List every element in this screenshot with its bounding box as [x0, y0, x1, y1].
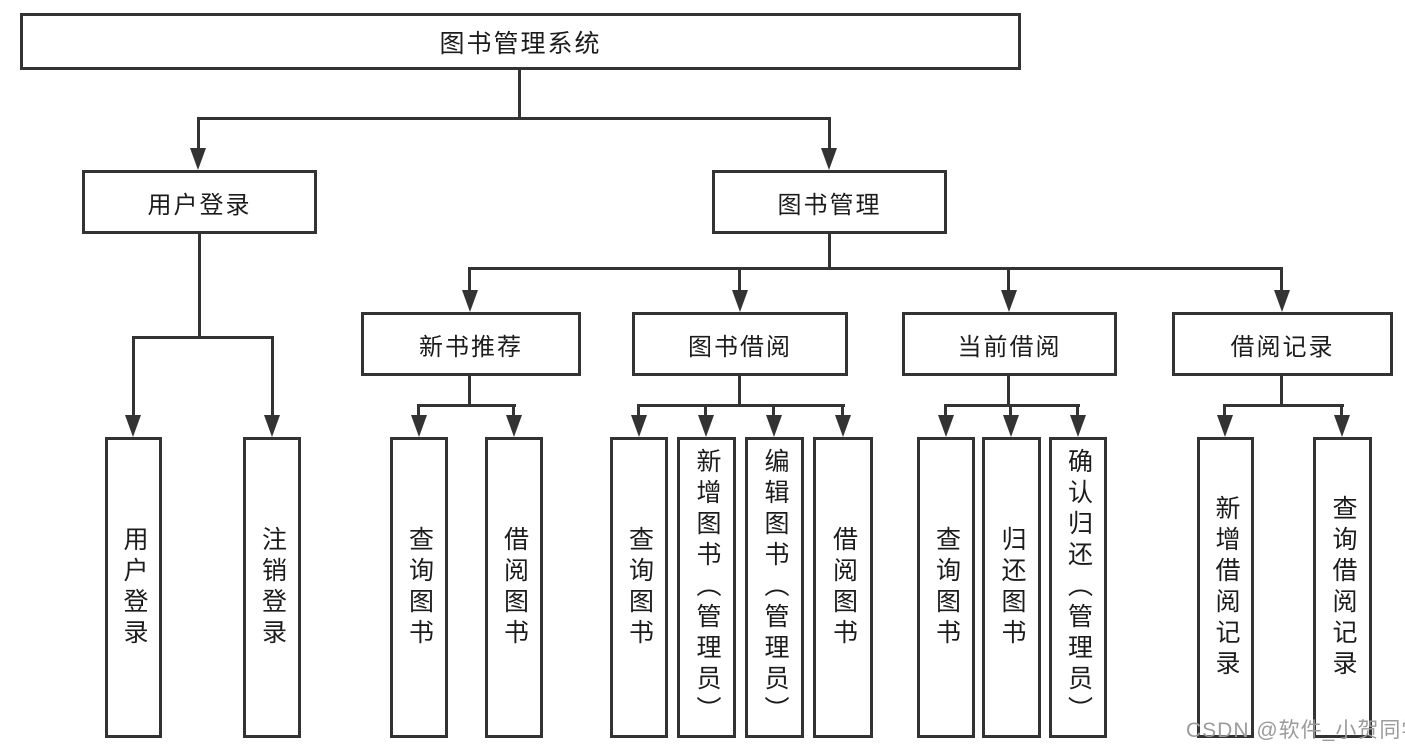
- connector-drop-add-record: [1223, 404, 1226, 418]
- leaf-add-book-admin: 新增图书（管理员）: [677, 437, 736, 738]
- arrowhead-borrow2: [835, 415, 851, 437]
- connector-drop-query3: [944, 404, 947, 418]
- connector-user-login-crossbar: [132, 336, 274, 339]
- connector-drop-query2: [637, 404, 640, 418]
- arrowhead-confirm-return: [1070, 415, 1086, 437]
- connector-borrow-records-crossbar: [1223, 404, 1344, 407]
- connector-drop-borrow2: [841, 404, 844, 418]
- connector-drop-add-book: [704, 404, 707, 418]
- leaf-borrow-book: 借阅图书: [813, 437, 873, 738]
- connector-drop-current-borrowing: [1007, 267, 1010, 293]
- arrowhead-user-login: [190, 148, 206, 170]
- arrowhead-add-record: [1217, 415, 1233, 437]
- connector-drop-borrow-records: [1280, 267, 1283, 293]
- connector-current-borrowing-crossbar: [944, 404, 1080, 407]
- leaf-query-book-borrowing: 查询图书: [610, 437, 668, 738]
- arrowhead-borrow1: [506, 415, 522, 437]
- leaf-edit-book-admin: 编辑图书（管理员）: [745, 437, 804, 738]
- connector-user-login-stem: [198, 233, 201, 339]
- connector-drop-new-book: [468, 267, 471, 293]
- arrowhead-new-book: [462, 290, 478, 312]
- arrowhead-add-book: [698, 415, 714, 437]
- arrowhead-query1: [411, 415, 427, 437]
- connector-book-management-crossbar: [468, 267, 1283, 270]
- connector-book-borrowing-stem: [738, 375, 741, 407]
- leaf-query-book-current: 查询图书: [917, 437, 975, 738]
- connector-current-borrowing-stem: [1007, 375, 1010, 407]
- arrowhead-leaf-logout: [264, 415, 280, 437]
- connector-drop-return-book: [1009, 404, 1012, 418]
- connector-drop-leaf-logout: [271, 336, 274, 418]
- arrowhead-query-record: [1334, 415, 1350, 437]
- leaf-query-book-recommend: 查询图书: [390, 437, 448, 738]
- connector-root-stem: [518, 69, 521, 120]
- arrowhead-current-borrowing: [1001, 290, 1017, 312]
- connector-root-crossbar: [197, 117, 831, 120]
- connector-book-management-stem: [828, 233, 831, 270]
- connector-drop-book-borrowing: [738, 267, 741, 293]
- node-library-management-system: 图书管理系统: [20, 13, 1021, 70]
- arrowhead-return-book: [1003, 415, 1019, 437]
- connector-drop-confirm-return: [1076, 404, 1079, 418]
- connector-book-borrowing-crossbar: [637, 404, 845, 407]
- connector-drop-book-management: [828, 117, 831, 151]
- node-borrowing-records: 借阅记录: [1172, 312, 1393, 376]
- node-user-login: 用户登录: [82, 170, 317, 234]
- arrowhead-leaf-user-login: [125, 415, 141, 437]
- arrowhead-edit-book: [766, 415, 782, 437]
- connector-drop-edit-book: [772, 404, 775, 418]
- arrowhead-query2: [631, 415, 647, 437]
- connector-drop-query1: [417, 404, 420, 418]
- leaf-user-login: 用户登录: [105, 437, 162, 738]
- arrowhead-borrow-records: [1274, 290, 1290, 312]
- connector-drop-user-login: [197, 117, 200, 151]
- csdn-watermark: CSDN @软件_小贺同学: [1186, 719, 1405, 742]
- connector-new-book-crossbar: [417, 404, 516, 407]
- leaf-logout: 注销登录: [243, 437, 301, 738]
- connector-drop-leaf-user-login: [132, 336, 135, 418]
- connector-drop-query-record: [1340, 404, 1343, 418]
- connector-borrow-records-stem: [1280, 375, 1283, 407]
- node-book-borrowing: 图书借阅: [632, 312, 848, 376]
- leaf-return-book: 归还图书: [982, 437, 1041, 738]
- arrowhead-book-management: [821, 148, 837, 170]
- connector-new-book-stem: [468, 375, 471, 407]
- leaf-confirm-return-admin: 确认归还（管理员）: [1049, 437, 1107, 738]
- leaf-query-borrow-record: 查询借阅记录: [1313, 437, 1372, 738]
- arrowhead-query3: [938, 415, 954, 437]
- leaf-borrow-book-recommend: 借阅图书: [485, 437, 543, 738]
- arrowhead-book-borrowing: [732, 290, 748, 312]
- leaf-add-borrow-record: 新增借阅记录: [1197, 437, 1254, 738]
- connector-drop-borrow1: [512, 404, 515, 418]
- node-new-book-recommendation: 新书推荐: [361, 312, 581, 376]
- node-book-management: 图书管理: [712, 170, 947, 234]
- node-current-borrowing: 当前借阅: [902, 312, 1117, 376]
